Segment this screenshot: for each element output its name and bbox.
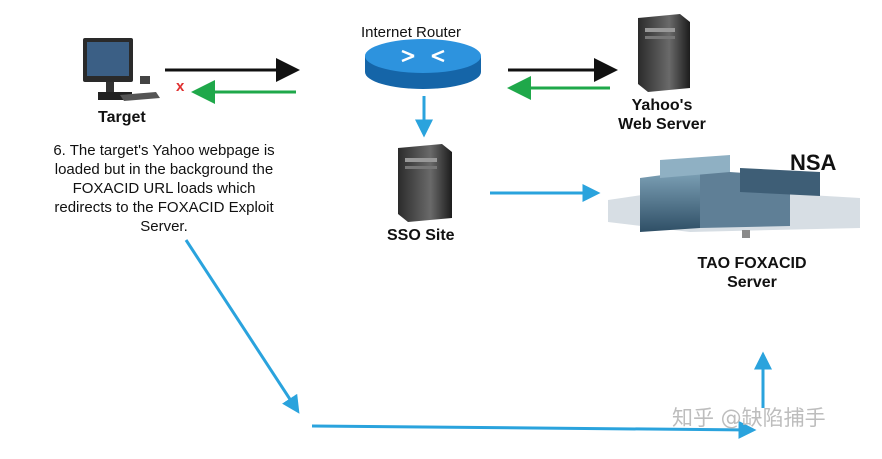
target-computer-icon [83,38,160,101]
yahoo-server-label: Yahoo's Web Server [612,96,712,134]
yahoo-label-line1: Yahoo's [631,97,693,114]
sso-site-label: SSO Site [387,227,455,244]
foxacid-server-label: TAO FOXACID Server [690,254,814,292]
arrow-target-down [184,239,300,414]
yahoo-label-line2: Web Server [618,116,706,133]
step-line-3: FOXACID URL loads which [72,180,256,197]
foxacid-label-line2: Server [727,274,777,291]
router-label: Internet Router [361,24,462,41]
foxacid-label-line1: TAO FOXACID [697,255,807,272]
internet-router-icon [365,39,481,89]
blocked-x-mark: x [176,78,185,95]
arrow-bottom-horizontal [311,420,757,439]
target-label: Target [98,109,146,126]
step-description: 6. The target's Yahoo webpage is loaded … [18,141,310,236]
yahoo-server-icon [638,14,690,92]
step-line-1: 6. The target's Yahoo webpage is [53,142,275,159]
nsa-building-icon [608,155,860,238]
sso-server-icon [398,144,452,222]
step-line-4: redirects to the FOXACID Exploit [54,199,274,216]
watermark: 知乎 @缺陷捕手 [672,406,826,430]
step-line-2: loaded but in the background the [54,161,274,178]
nsa-label: NSA [790,150,837,175]
step-line-5: Server. [140,218,188,235]
